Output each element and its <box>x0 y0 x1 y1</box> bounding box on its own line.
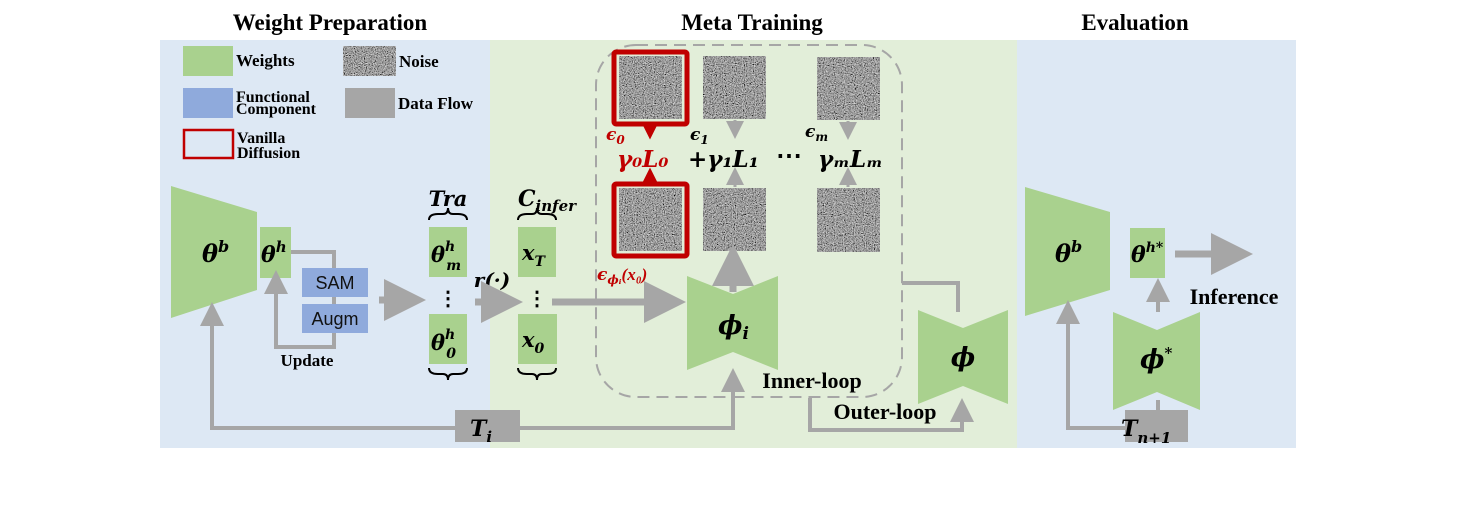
eps-phi-label: ϵϕᵢ(x₀) <box>597 265 647 287</box>
legend-functional-label-2: Component <box>236 101 317 118</box>
head-theta-h <box>260 227 291 278</box>
theta-0-block <box>429 314 467 364</box>
brace-top-c-infer <box>517 207 557 221</box>
legend-vanilla-swatch <box>182 128 235 160</box>
inner-loop-box <box>595 44 903 398</box>
outer-loop-arrow <box>808 398 974 432</box>
pred-noise-image-1 <box>703 188 766 251</box>
x-T-label: xT <box>521 240 547 270</box>
legend-functional-label-1: Functional <box>236 89 310 106</box>
legend-vanilla-label-2: Diffusion <box>237 145 300 162</box>
task-to-backbone-arrow <box>200 302 455 430</box>
phi-i-label: ϕi <box>718 311 749 344</box>
sam-block <box>302 268 368 297</box>
outer-loop-label: Outer-loop <box>833 399 936 424</box>
noise-image-eps0 <box>619 56 682 119</box>
task-T-n1-block <box>1125 410 1188 442</box>
epsm-label: ϵm <box>805 122 828 144</box>
dots-x: ⋮ <box>527 288 547 310</box>
eps0-label: ϵ0 <box>606 125 625 147</box>
x-T-block <box>518 227 556 277</box>
backbone-theta-b <box>171 186 257 318</box>
update-loop-arrow <box>264 250 336 349</box>
title-meta-training: Meta Training <box>681 10 823 35</box>
pred-noise-image-m <box>817 188 880 252</box>
phi-star-network <box>1113 312 1200 410</box>
brace-bottom-tra <box>428 367 468 381</box>
loss-term-m: γₘLₘ <box>818 146 883 173</box>
eval-head-theta-h-star <box>1130 228 1165 278</box>
x-0-label: x0 <box>521 327 545 357</box>
legend-vanilla-label-1: Vanilla <box>237 130 285 147</box>
loss-ellipsis: ⋯ <box>776 141 802 170</box>
legend-weights-swatch <box>183 46 233 76</box>
eval-theta-b-label: θb <box>1055 237 1082 268</box>
pred-noise-image-0 <box>619 188 682 251</box>
loss-term-0: γ₀L₀ <box>617 146 669 173</box>
phi-i-network <box>687 276 778 370</box>
legend: Weights Noise Functional Component Data … <box>182 46 474 162</box>
title-evaluation: Evaluation <box>1081 10 1189 35</box>
vanilla-frame-bottom <box>611 181 690 259</box>
theta-b-label: θb <box>202 237 229 268</box>
sam-label: SAM <box>315 273 354 293</box>
legend-functional-swatch <box>183 88 233 118</box>
tra-label: Tra <box>429 186 468 211</box>
loss-term-1: +γ₁L₁ <box>688 146 759 173</box>
eps1-label: ϵ1 <box>690 125 709 147</box>
eval-backbone-theta-b <box>1025 187 1110 316</box>
legend-noise-swatch <box>343 46 396 76</box>
dots-theta: ⋮ <box>438 288 458 310</box>
legend-noise-label: Noise <box>399 52 439 71</box>
task-T-i-block <box>455 410 520 442</box>
r-function-label: r(·) <box>474 268 510 292</box>
phi-label: ϕ <box>951 343 975 373</box>
noise-image-epsm <box>817 57 880 120</box>
noise-image-eps1 <box>703 56 766 119</box>
task-T-n1-label: Tn+1 <box>1121 416 1171 447</box>
brace-top-tra <box>428 207 468 221</box>
c-infer-label: Cinfer <box>518 186 577 215</box>
update-label: Update <box>281 351 334 370</box>
brace-bottom-c-infer <box>517 367 557 381</box>
eval-theta-h-label: θh* <box>1131 240 1164 268</box>
title-weight-preparation: Weight Preparation <box>233 10 428 35</box>
legend-dataflow-swatch <box>345 88 395 118</box>
augm-block <box>302 304 368 333</box>
eval-task-to-backbone-arrow <box>1056 300 1125 430</box>
theta-m-block <box>429 227 467 277</box>
legend-dataflow-label: Data Flow <box>398 94 474 113</box>
task-T-i-label: Ti <box>470 416 492 446</box>
vanilla-frame-top <box>611 49 690 127</box>
inference-label: Inference <box>1190 284 1279 309</box>
theta-h-label: θh <box>261 238 287 268</box>
outer-link-line <box>902 281 960 312</box>
x-0-block <box>518 314 557 364</box>
legend-weights-label: Weights <box>236 51 295 70</box>
phi-star-label: ϕ* <box>1140 344 1172 375</box>
augm-label: Augm <box>311 309 358 329</box>
phi-network <box>918 310 1008 404</box>
inner-loop-label: Inner-loop <box>762 368 861 393</box>
